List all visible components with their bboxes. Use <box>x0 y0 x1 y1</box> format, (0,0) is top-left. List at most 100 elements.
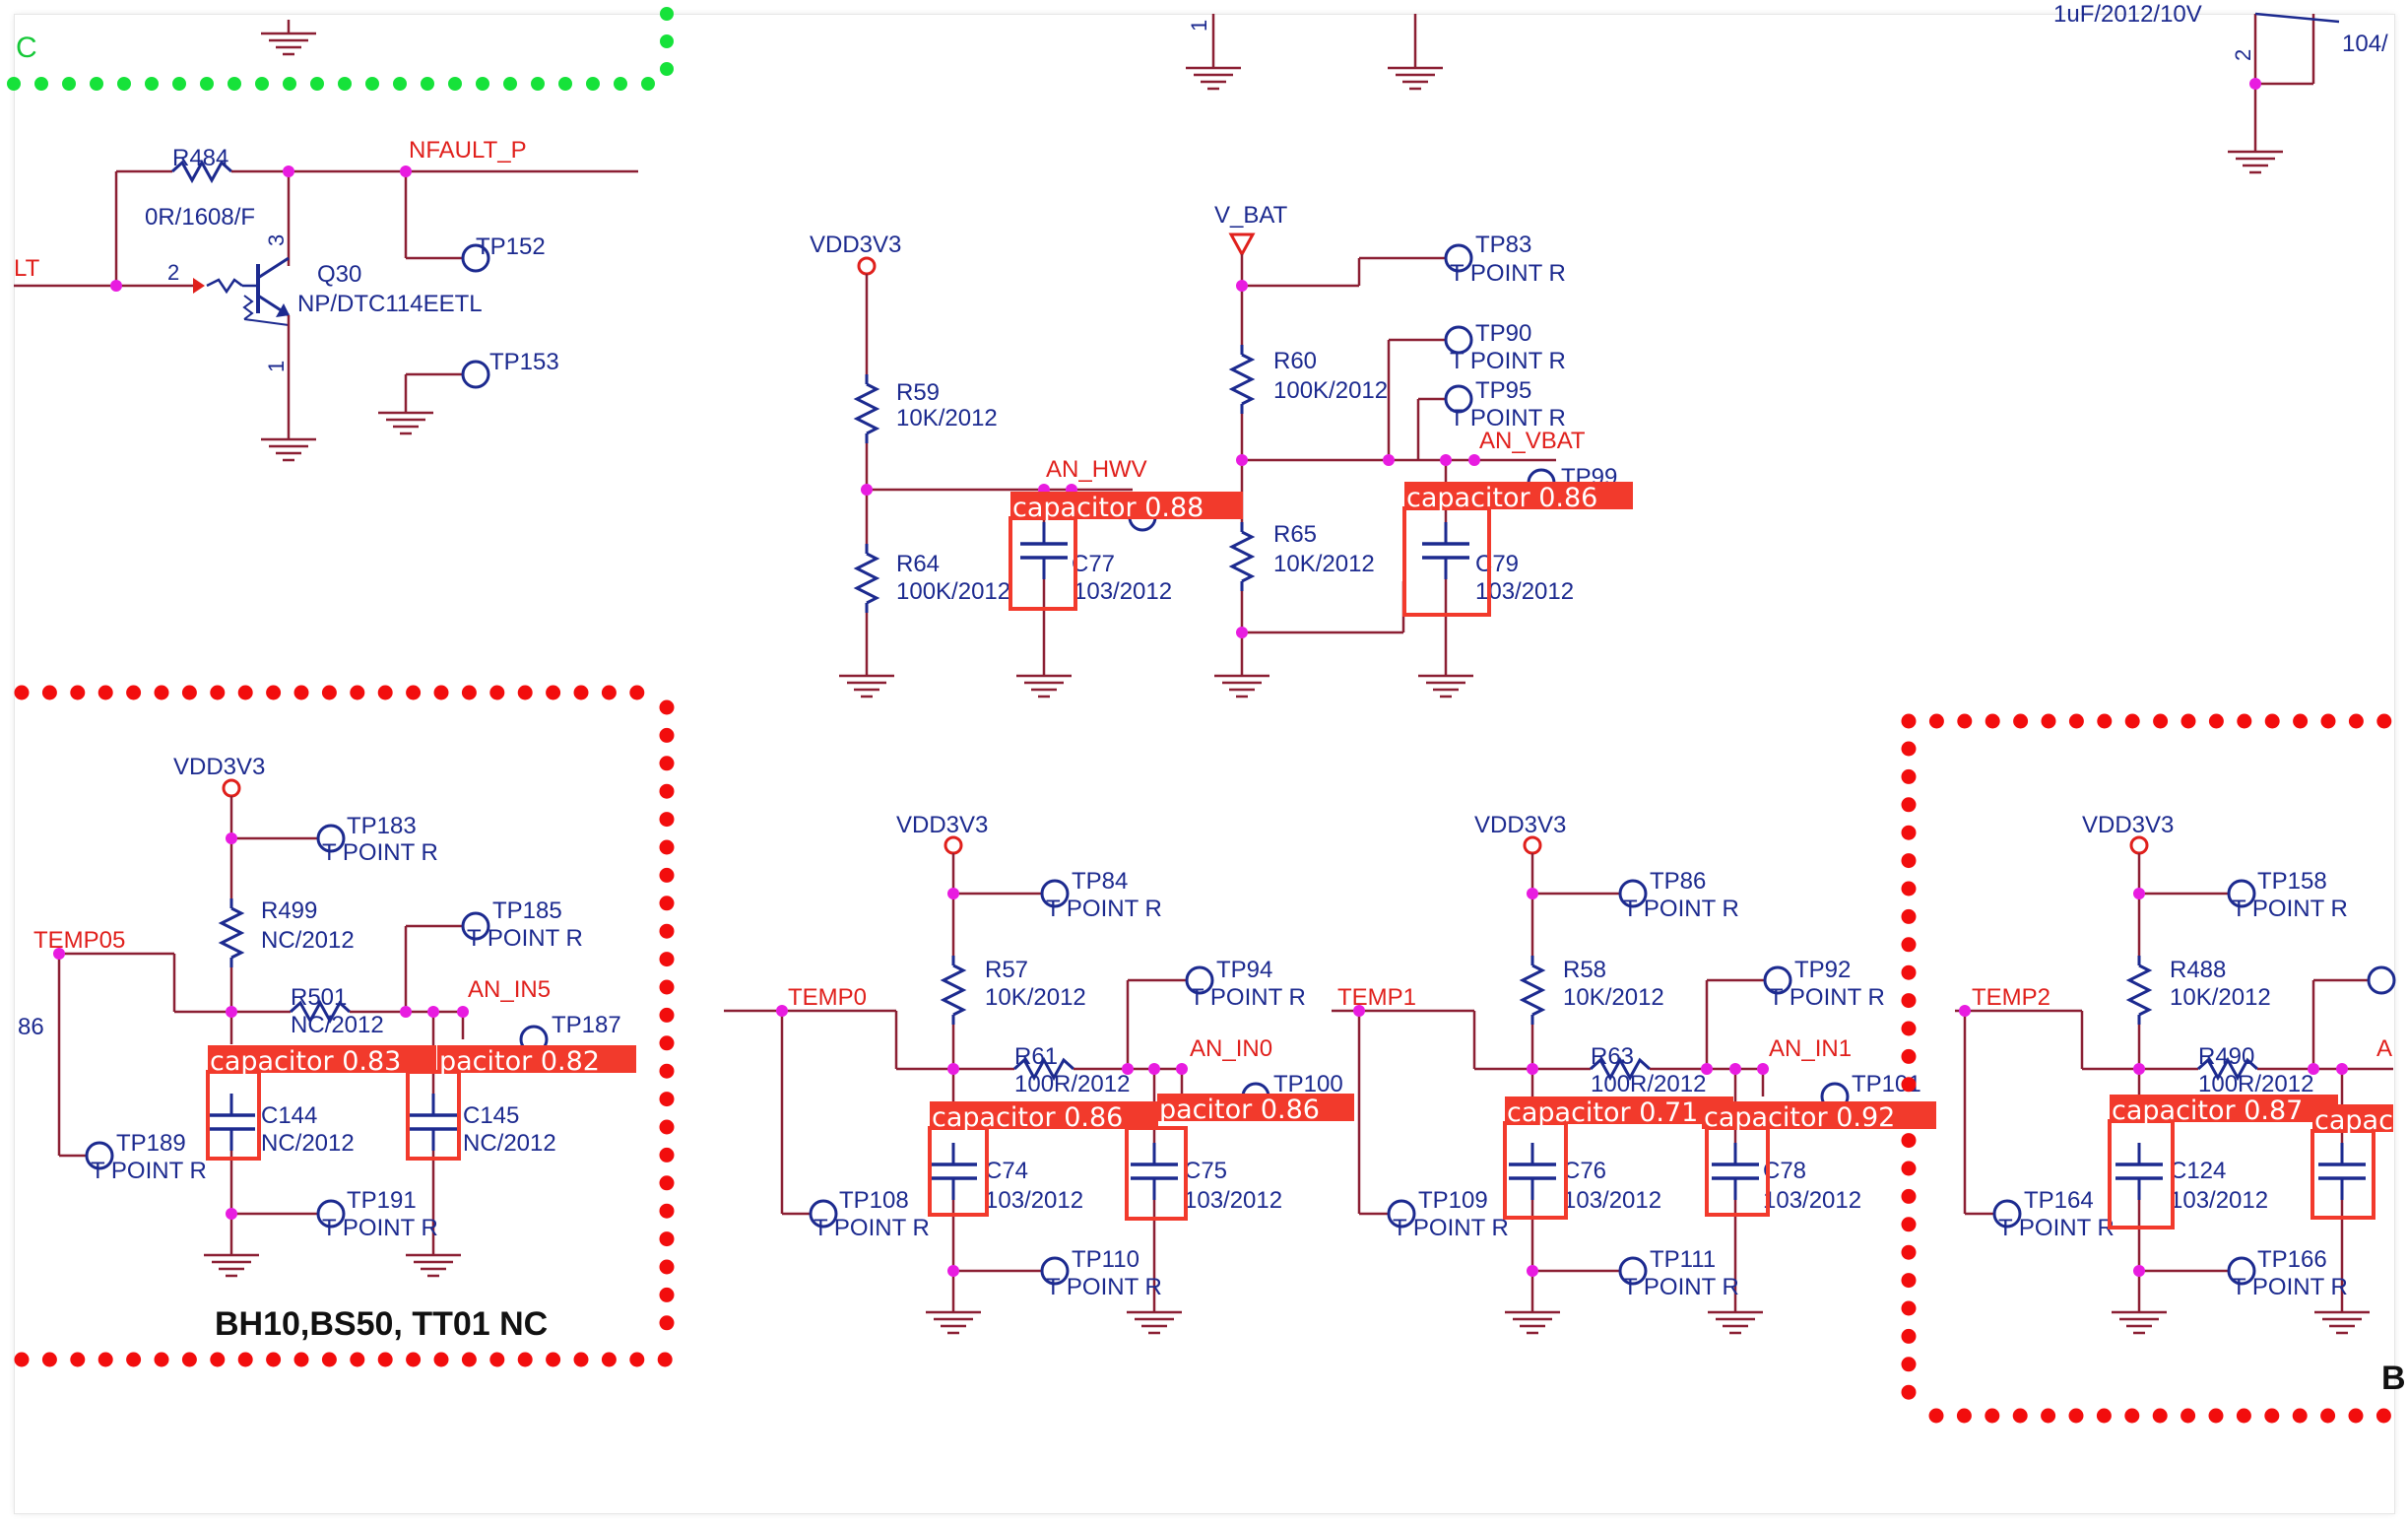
tp94-label: TP94 <box>1216 957 1272 983</box>
tp95-value: T POINT R <box>1450 405 1566 432</box>
r60-ref: R60 <box>1273 348 1317 374</box>
c75-ref: C75 <box>1184 1158 1227 1184</box>
detection-box[interactable] <box>2108 1119 2175 1229</box>
schematic-viewport <box>14 14 2395 1514</box>
r57-ref: R57 <box>985 957 1028 983</box>
transistor-q30-icon <box>206 256 290 326</box>
resistor-r64-icon <box>855 542 879 615</box>
temp1-circuit: VDD3V3 TEMP1 TP86 T POINT R R58 10K/2012 <box>1332 812 1921 1335</box>
resistor-r65-icon <box>1230 520 1254 593</box>
detection-score: capac <box>2314 1105 2393 1136</box>
c145-ref: C145 <box>463 1102 519 1129</box>
top-right-fragment: 1uF/2012/10V 104/ 2 <box>2053 1 2388 174</box>
detection-box[interactable] <box>1125 1126 1188 1221</box>
detection-label-bg <box>2110 1095 2338 1122</box>
cut-label-c: C <box>16 32 37 64</box>
c144-value: NC/2012 <box>261 1130 355 1157</box>
tp185-label: TP185 <box>492 897 562 924</box>
nfault-circuit: LT R484 0R/1608/F NFAULT_P TP152 TP153 Q… <box>14 137 638 462</box>
detection-box[interactable] <box>928 1126 989 1217</box>
capacitor-c79-icon <box>1420 520 1471 581</box>
r61-ref: R61 <box>1014 1043 1058 1070</box>
ground-icon <box>1706 1296 1765 1335</box>
resistor-r59-icon <box>855 372 879 445</box>
ground-icon <box>2312 1296 2372 1335</box>
r501-value: NC/2012 <box>291 1012 384 1038</box>
detection-box[interactable] <box>406 1070 461 1161</box>
tp191-value: T POINT R <box>322 1215 438 1241</box>
an-hwv-divider: VDD3V3 R59 10K/2012 AN_HWV R64 100K/2012… <box>810 232 1172 698</box>
pin-2: 2 <box>2231 49 2255 61</box>
pin-1: 1 <box>264 361 289 372</box>
power-port-icon <box>1523 835 1542 855</box>
tp83-value: T POINT R <box>1450 260 1566 287</box>
vdd-label: VDD3V3 <box>2082 812 2174 838</box>
capacitor-c77-icon <box>1018 520 1070 581</box>
value-cut: 104/ <box>2342 31 2388 57</box>
detection-score: capacitor 0.86 <box>1406 483 1597 513</box>
c77-value: 103/2012 <box>1074 578 1172 605</box>
resistor-r60-icon <box>1230 343 1254 416</box>
r61-value: 100R/2012 <box>1014 1071 1130 1097</box>
tp94-value: T POINT R <box>1190 984 1306 1011</box>
c79-value: 103/2012 <box>1475 578 1574 605</box>
detection-score: capacitor 0.87 <box>2112 1096 2303 1126</box>
ground-icon <box>2110 1296 2169 1335</box>
ground-icon <box>1503 1296 1562 1335</box>
r501-ref: R501 <box>291 984 347 1011</box>
c145-value: NC/2012 <box>463 1130 556 1157</box>
tp166-label: TP166 <box>2257 1246 2327 1273</box>
test-point-icon <box>461 360 490 389</box>
tp158-label: TP158 <box>2257 868 2327 895</box>
net-label-left: LT <box>14 255 40 282</box>
vbat-label: V_BAT <box>1214 202 1288 229</box>
ground-icon <box>259 18 318 56</box>
power-port-icon <box>2129 835 2149 855</box>
q30-value: NP/DTC114EETL <box>297 291 483 317</box>
temp05-circuit: VDD3V3 TEMP05 86 TP183 T POINT R R499 <box>18 754 621 1278</box>
detection-score: capacitor 0.92 <box>1704 1102 1895 1133</box>
ground-icon <box>404 1239 463 1278</box>
tp183-label: TP183 <box>347 813 417 839</box>
tp109-label: TP109 <box>1418 1187 1488 1214</box>
r65-ref: R65 <box>1273 521 1317 548</box>
detection-box[interactable] <box>1705 1126 1770 1217</box>
temp0-circuit: VDD3V3 TEMP0 TP84 T POINT R R57 10K/2012 <box>724 812 1343 1335</box>
c124-ref: C124 <box>2170 1158 2226 1184</box>
capacitor-c76-icon <box>1507 1141 1558 1202</box>
c78-ref: C78 <box>1763 1158 1806 1184</box>
q30-ref: Q30 <box>317 261 361 288</box>
net-label-temp0: TEMP0 <box>788 984 867 1011</box>
detection-label-bg <box>1505 1096 1733 1124</box>
net-label-an-in1: AN_IN1 <box>1769 1035 1852 1062</box>
tp95-label: TP95 <box>1475 377 1531 404</box>
net-label-temp2: TEMP2 <box>1972 984 2050 1011</box>
tp111-label: TP111 <box>1650 1246 1716 1273</box>
detection-label-bg <box>1404 482 1633 509</box>
tp164-label: TP164 <box>2024 1187 2094 1214</box>
capacitor-c75-icon <box>1129 1141 1180 1202</box>
tp164-value: T POINT R <box>1998 1215 2115 1241</box>
tp191-label: TP191 <box>347 1187 417 1214</box>
ground-icon <box>1184 52 1243 91</box>
c76-ref: C76 <box>1563 1158 1606 1184</box>
tp84-label: TP84 <box>1072 868 1128 895</box>
region-right-red: B <box>1901 713 2406 1424</box>
r488-ref: R488 <box>2170 957 2226 983</box>
net-label-an-in0: AN_IN0 <box>1190 1035 1272 1062</box>
tp183-value: T POINT R <box>322 839 438 866</box>
tp83-label: TP83 <box>1475 232 1531 258</box>
resistor-r57-icon <box>942 954 965 1027</box>
r59-value: 10K/2012 <box>896 405 998 432</box>
cap-value-cut: 1uF/2012/10V <box>2053 1 2202 28</box>
detection-box[interactable] <box>1503 1121 1568 1220</box>
detections-layer: capacitor 0.88 capacitor 0.86 capacitor … <box>206 482 2393 1229</box>
r484-ref: R484 <box>172 145 228 171</box>
capacitor-c144-icon <box>206 1092 257 1153</box>
tp86-label: TP86 <box>1650 868 1706 895</box>
vdd-label: VDD3V3 <box>173 754 265 780</box>
r484-value: 0R/1608/F <box>145 204 255 231</box>
c75-value: 103/2012 <box>1184 1187 1282 1214</box>
tp110-label: TP110 <box>1072 1246 1139 1273</box>
detection-score: capacitor 0.71 <box>1507 1097 1698 1128</box>
